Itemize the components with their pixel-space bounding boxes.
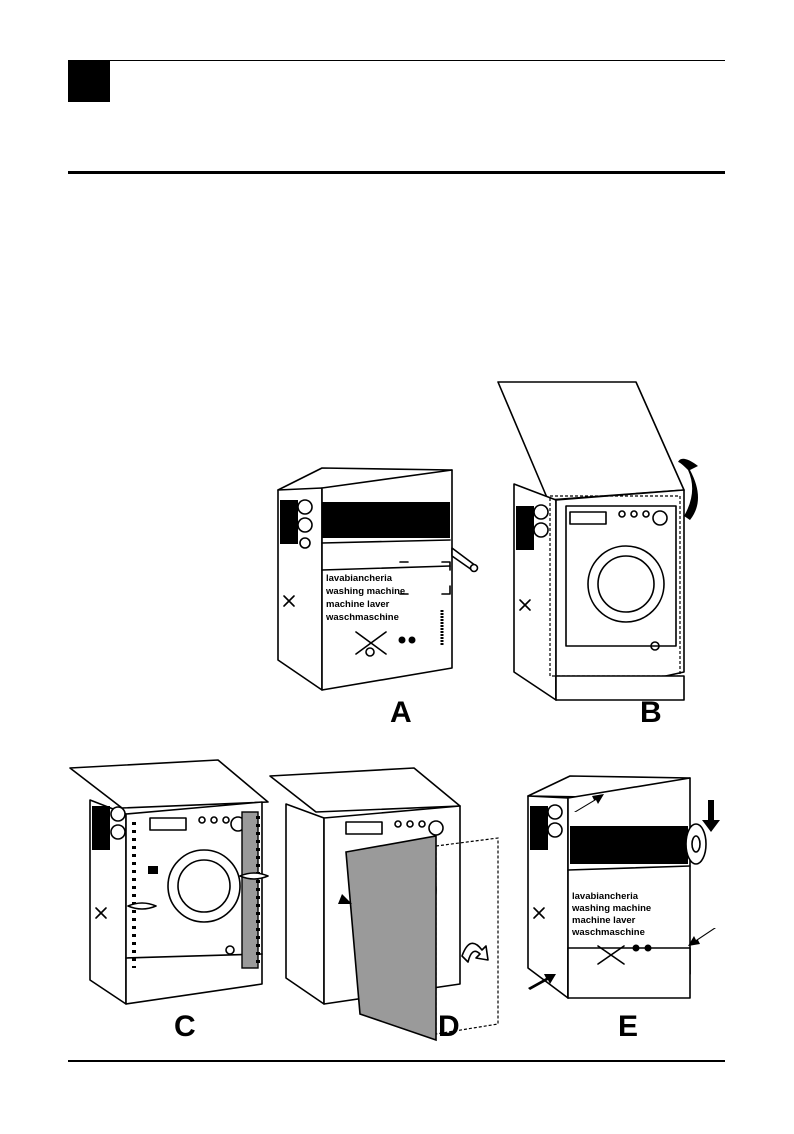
step-label-e: E [618,1010,638,1043]
scissors-crossed-icon [355,631,387,657]
figure-b: B [497,381,698,729]
header-divider [68,171,725,174]
black-square-marker [68,60,110,102]
step-label-b: B [640,696,662,729]
footer-rule [68,1060,725,1062]
tape-roll-icon [685,823,707,865]
step-label-d: D [438,1010,460,1043]
step-label-c: C [174,1010,196,1043]
cutter-tool-icon [451,547,479,573]
box-text-line: lavabiancheria [572,891,639,902]
figure-e: lavabiancheria washing machine machine l… [527,775,720,1043]
figure-c: C [69,759,269,1043]
rotate-arrow-icon [678,458,698,520]
top-rule [68,60,725,61]
box-text-line: machine laver [326,599,390,610]
figure-a: lavabiancheria washing machine machine l… [277,467,479,729]
box-text-line: waschmaschine [325,612,399,623]
box-text-line: washing machine [325,586,405,597]
arrow-icon [528,794,720,990]
figure-d: D [269,767,499,1043]
box-text-line: machine laver [572,915,636,926]
box-text-line: washing machine [571,903,651,914]
box-text-line: lavabiancheria [326,573,393,584]
box-text-line: waschmaschine [571,927,645,938]
step-label-a: A [390,696,412,729]
